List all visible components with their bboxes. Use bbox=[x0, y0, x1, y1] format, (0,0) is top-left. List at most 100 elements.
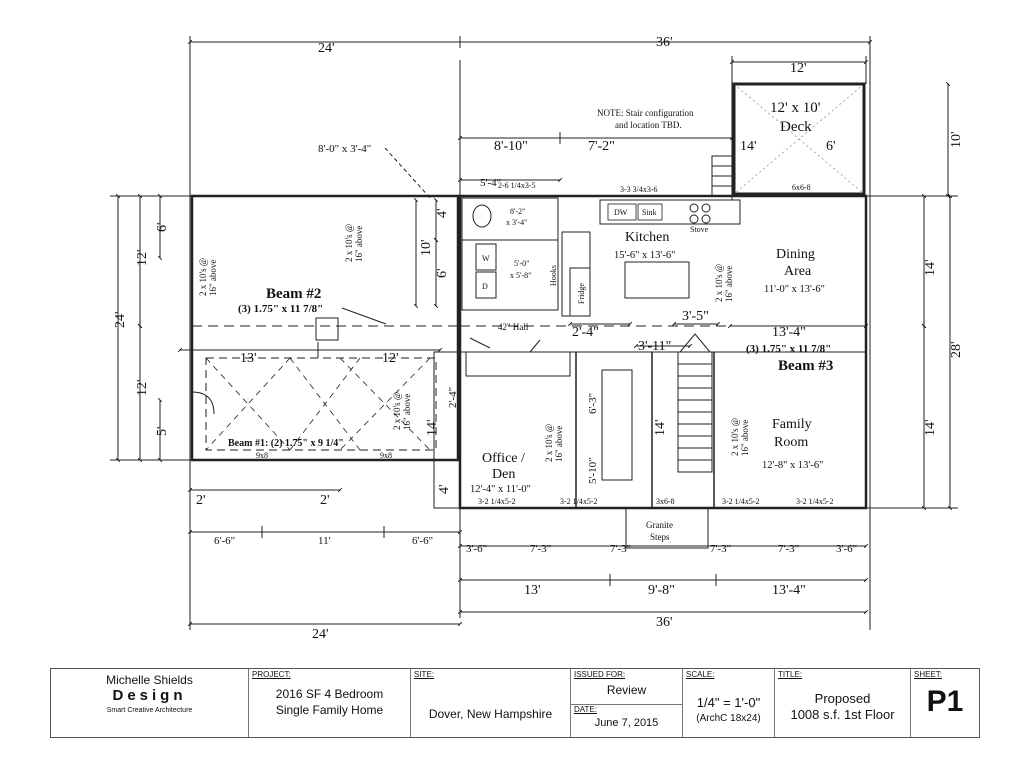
dim-bot-7-3-b: 7'-3" bbox=[610, 543, 631, 555]
dim-top-left: 24' bbox=[318, 41, 335, 56]
dim-right-28: 28' bbox=[949, 341, 964, 358]
title-block: Michelle Shields Design Smart Creative A… bbox=[50, 668, 980, 738]
dim-left-5: 5' bbox=[155, 426, 170, 436]
room-kitchen-size: 15'-6" x 13'-6" bbox=[614, 250, 675, 261]
firm-cell: Michelle Shields Design Smart Creative A… bbox=[51, 669, 249, 737]
window-label-1: 3-2 1/4x5-2 bbox=[478, 497, 516, 506]
dim-beam-13: 13' bbox=[240, 351, 257, 366]
dim-bot-7-3-c: 7'-3" bbox=[710, 543, 731, 555]
project-line2: Single Family Home bbox=[275, 703, 384, 717]
beam1-label: Beam #1: (2) 1.75" x 9 1/4" bbox=[228, 438, 344, 449]
room-dining-size: 11'-0" x 13'-6" bbox=[764, 284, 825, 295]
dim-3-5: 3'-5" bbox=[682, 309, 709, 324]
room-family: Family bbox=[772, 417, 812, 432]
dim-bot-2-mid: 2' bbox=[320, 493, 330, 508]
dim-bot-3-6-right: 3'-6" bbox=[836, 543, 857, 555]
room-dining-2: Area bbox=[784, 264, 812, 279]
dim-2-4-b: 2'-4" bbox=[447, 387, 459, 408]
room-family-size: 12'-8" x 13'-6" bbox=[762, 460, 823, 471]
window-label-4: 3-2 1/4x5-2 bbox=[796, 497, 834, 506]
room-kitchen: Kitchen bbox=[625, 230, 669, 245]
laundry-size-1: 5'-0" bbox=[514, 259, 529, 268]
hall-label: 42" Hall bbox=[498, 322, 529, 332]
stair-note-line1: NOTE: Stair configuration bbox=[597, 108, 694, 118]
washer-label: W bbox=[482, 254, 490, 263]
deck-title: 12' x 10' bbox=[770, 100, 821, 116]
dim-bot-7-3-d: 7'-3" bbox=[778, 543, 799, 555]
date-value: June 7, 2015 bbox=[594, 717, 659, 729]
dim-bot-3-6-left: 3'-6" bbox=[466, 543, 487, 555]
hooks-label: Hooks bbox=[549, 265, 558, 286]
dim-deck-14: 14' bbox=[740, 139, 757, 154]
dim-porch-4: 4' bbox=[437, 484, 452, 494]
scale-sub: (ArchC 18x24) bbox=[696, 713, 761, 724]
joist-note-1b: 16" above bbox=[208, 260, 218, 296]
house-walls bbox=[190, 194, 868, 549]
dim-left-24: 24' bbox=[113, 311, 128, 328]
dim-deck-6: 6' bbox=[826, 139, 836, 154]
interior-dimensions bbox=[177, 197, 869, 358]
post-left: 9x8 bbox=[256, 451, 268, 460]
dim-13-4-top: 13'-4" bbox=[772, 325, 806, 340]
dim-bot-13-4: 13'-4" bbox=[772, 583, 806, 598]
site-label: SITE: bbox=[414, 670, 435, 679]
dryer-label: D bbox=[482, 282, 488, 291]
dim-bot-11: 11' bbox=[318, 535, 331, 547]
joist-note-3a: 2 x 10's @ bbox=[392, 392, 402, 430]
dim-left-6: 6' bbox=[155, 222, 170, 232]
issued-cell: ISSUED FOR: Review DATE: June 7, 2015 bbox=[571, 669, 683, 737]
beam3-title: Beam #3 bbox=[778, 358, 833, 374]
room-family-2: Room bbox=[774, 435, 808, 450]
title-line1: Proposed bbox=[814, 691, 871, 706]
joist-note-3b: 16" above bbox=[402, 394, 412, 430]
dim-stair-6: 6' bbox=[435, 268, 450, 278]
dim-5-10: 5'-10" bbox=[587, 457, 599, 484]
dim-7-2: 7'-2" bbox=[588, 139, 615, 154]
joist-note-4b: 16" above bbox=[554, 426, 564, 462]
dim-bot-7-3-a: 7'-3" bbox=[530, 543, 551, 555]
dw-label: DW bbox=[614, 208, 628, 217]
title-line2: 1008 s.f. 1st Floor bbox=[790, 707, 895, 722]
dim-3-11: 3'-11" bbox=[638, 339, 671, 354]
dim-bot-6-6-left: 6'-6" bbox=[214, 535, 235, 547]
floor-plan-drawing: 24' 36' 12' 8'-10" 7'-2" 5'-4" NOTE: Sta… bbox=[110, 35, 964, 642]
dim-bot-9-8: 9'-8" bbox=[648, 583, 675, 598]
sheet-cell: SHEET: P1 bbox=[911, 669, 979, 737]
dim-stair-4: 4' bbox=[435, 208, 450, 218]
laundry-size-2: x 5'-8" bbox=[510, 271, 531, 280]
dim-bot-6-6-right: 6'-6" bbox=[412, 535, 433, 547]
site-value: Dover, New Hampshire bbox=[428, 707, 553, 721]
project-label: PROJECT: bbox=[252, 670, 291, 679]
deck-post: 6x6-8 bbox=[792, 183, 811, 192]
dim-5-4: 5'-4" bbox=[480, 177, 501, 189]
scale-cell: SCALE: 1/4" = 1'-0" (ArchC 18x24) bbox=[683, 669, 775, 737]
top-dimensions bbox=[187, 36, 873, 630]
dim-deck-10: 10' bbox=[949, 131, 964, 148]
fridge-label: Fridge bbox=[577, 283, 586, 304]
project-line1: 2016 SF 4 Bedroom bbox=[275, 687, 384, 701]
project-cell: PROJECT: 2016 SF 4 Bedroom Single Family… bbox=[249, 669, 411, 737]
title-cell: TITLE: Proposed 1008 s.f. 1st Floor bbox=[775, 669, 911, 737]
dim-stair-14: 14' bbox=[653, 419, 668, 436]
joist-note-2b: 16" above bbox=[354, 226, 364, 262]
dim-bot-36: 36' bbox=[656, 615, 673, 630]
post-right: 9x8 bbox=[380, 451, 392, 460]
beam2-spec: (3) 1.75" x 11 7/8" bbox=[238, 303, 323, 315]
beam2-title: Beam #2 bbox=[266, 286, 321, 302]
sheet-label: SHEET: bbox=[914, 670, 943, 679]
joist-note-2a: 2 x 10's @ bbox=[344, 224, 354, 262]
firm-design: Design bbox=[112, 687, 187, 704]
joist-note-4a: 2 x 10's @ bbox=[544, 424, 554, 462]
window-label-3: 3-2 1/4x5-2 bbox=[722, 497, 760, 506]
issued-value: Review bbox=[606, 683, 647, 697]
sink-label: Sink bbox=[642, 208, 657, 217]
dim-right-14-top: 14' bbox=[923, 259, 938, 276]
dim-left-12-bot: 12' bbox=[135, 379, 150, 396]
dim-bot-24: 24' bbox=[312, 627, 329, 642]
bottom-dimensions bbox=[187, 487, 869, 627]
left-dimensions bbox=[110, 193, 192, 463]
opening-callout: 8'-0" x 3'-4" bbox=[318, 143, 371, 155]
date-label: DATE: bbox=[574, 705, 597, 714]
stove-label: Stove bbox=[690, 225, 709, 234]
sheet-value: P1 bbox=[926, 685, 964, 718]
